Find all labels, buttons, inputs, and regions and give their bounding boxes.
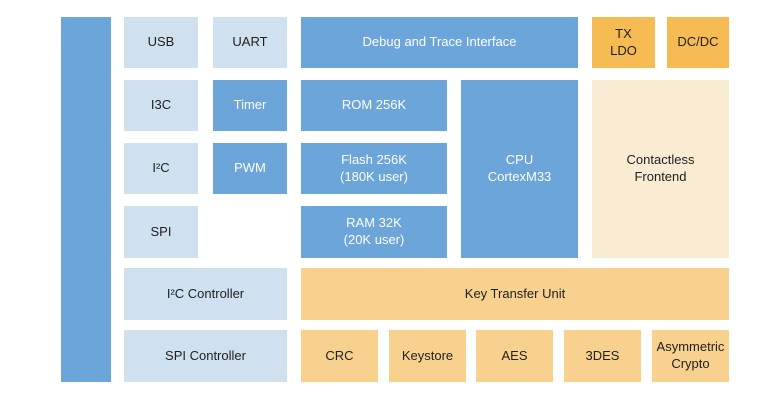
contactless-frontend-block: Contactless Frontend bbox=[592, 80, 729, 258]
pwm-block: PWM bbox=[213, 143, 287, 194]
dcdc-block: DC/DC bbox=[667, 17, 729, 68]
asymmetric-crypto-block: Asymmetric Crypto bbox=[652, 330, 729, 382]
uart-block: UART bbox=[213, 17, 287, 68]
keystore-block: Keystore bbox=[389, 330, 466, 382]
crc-block: CRC bbox=[301, 330, 378, 382]
cpu-block: CPU CortexM33 bbox=[461, 80, 578, 258]
i3c-block: I3C bbox=[124, 80, 198, 131]
i2c-controller-block: I²C Controller bbox=[124, 268, 287, 320]
debug-trace-interface-block: Debug and Trace Interface bbox=[301, 17, 578, 68]
spi-controller-block: SPI Controller bbox=[124, 330, 287, 382]
aes-block: AES bbox=[476, 330, 553, 382]
key-transfer-unit-block: Key Transfer Unit bbox=[301, 268, 729, 320]
bus-bar-block bbox=[61, 17, 111, 382]
3des-block: 3DES bbox=[564, 330, 641, 382]
flash-block: Flash 256K (180K user) bbox=[301, 143, 447, 194]
usb-block: USB bbox=[124, 17, 198, 68]
rom-block: ROM 256K bbox=[301, 80, 447, 131]
i2c-block: I²C bbox=[124, 143, 198, 194]
spi-block: SPI bbox=[124, 206, 198, 258]
ram-block: RAM 32K (20K user) bbox=[301, 206, 447, 258]
timer-block: Timer bbox=[213, 80, 287, 131]
tx-ldo-block: TX LDO bbox=[592, 17, 655, 68]
